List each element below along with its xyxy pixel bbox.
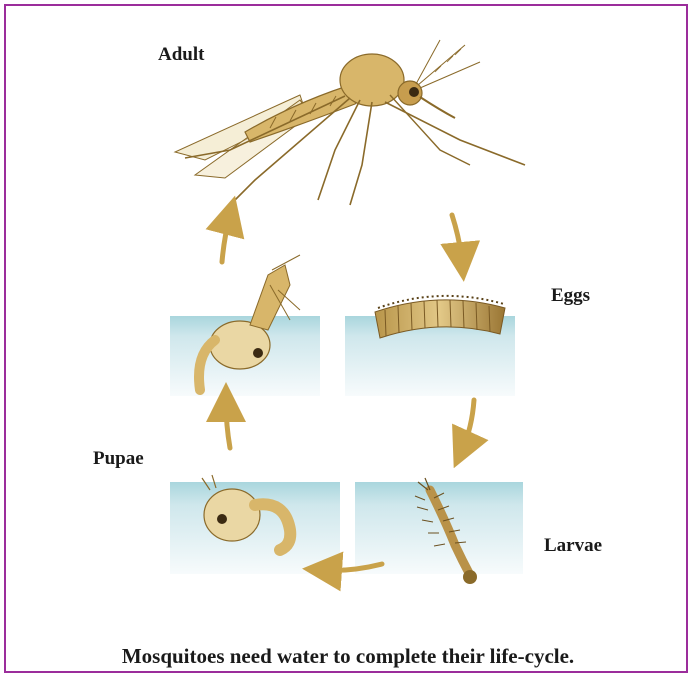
arrow-pupa-to-adult <box>222 215 230 262</box>
stage-label-pupae: Pupae <box>93 448 144 470</box>
stage-label-eggs: Eggs <box>551 285 590 307</box>
arrow-pupae-to-pupa-emerging <box>226 402 230 448</box>
stage-label-larvae: Larvae <box>544 535 602 557</box>
arrow-adult-to-eggs <box>452 215 462 262</box>
stage-label-adult: Adult <box>158 44 204 66</box>
diagram-caption: Mosquitoes need water to complete their … <box>0 644 696 669</box>
mosquito-adult-illustration <box>175 40 525 205</box>
arrow-eggs-to-larvae <box>462 400 474 450</box>
